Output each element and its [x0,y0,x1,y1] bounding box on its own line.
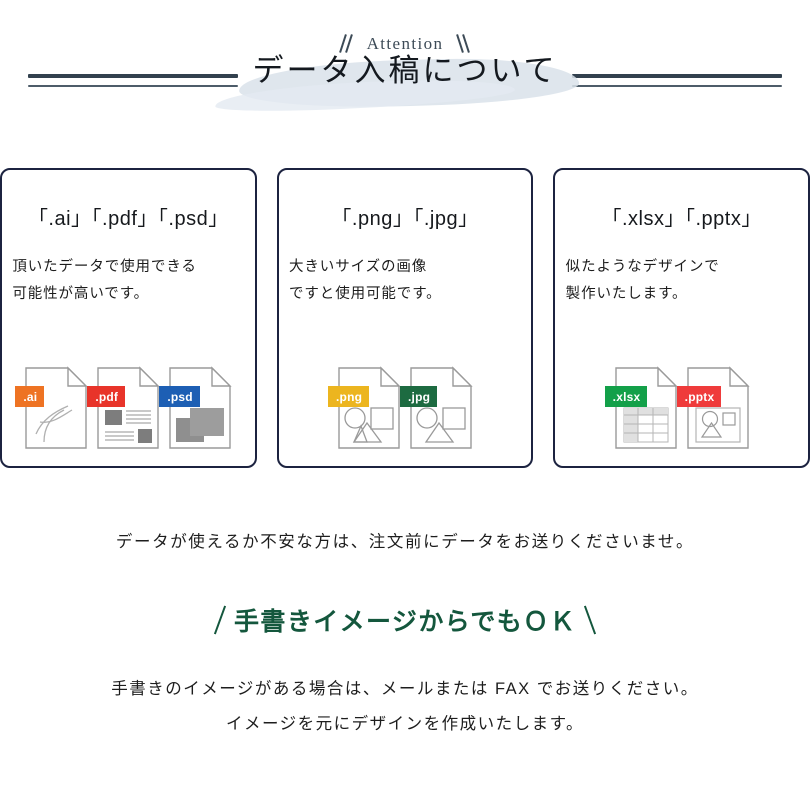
file-icon-jpg: .jpg [400,366,473,450]
double-slash-left-icon [340,34,353,53]
slash-right-icon [582,605,598,635]
data-check-note: データが使えるか不安な方は、注文前にデータをお送りくださいませ。 [115,533,695,551]
file-extension-badge: .jpg [400,386,438,407]
file-extension-badge: .png [328,386,370,407]
card-description-line: 頂いたデータで使用できる [12,259,197,275]
closing-instructions: 手書きのイメージがある場合は、メールまたは FAX でお送りください。 イメージ… [0,672,810,743]
card-title: 「.xlsx」「.pptx」 [601,208,762,230]
card-description: 大きいサイズの画像 ですと使用可能です。 [289,254,521,308]
double-slash-right-icon [457,34,470,53]
attention-label: Attention [366,34,444,53]
card-description: 頂いたデータで使用できる 可能性が高いです。 [12,254,244,308]
closing-line: イメージを元にデザインを作成いたします。 [225,715,585,734]
card-description-line: 似たようなデザインで [565,259,720,275]
card-description-line: 大きいサイズの画像 [289,259,428,275]
file-icon-group: .xlsx .pptx [604,366,750,450]
file-icon-group: .ai [15,366,233,450]
file-extension-badge: .xlsx [604,386,648,407]
file-icon-pdf: .pdf [87,366,161,450]
card-description-line: 可能性が高いです。 [12,285,150,302]
file-extension-badge: .pdf [87,386,126,407]
rule-thick-line [28,74,238,78]
handwritten-ok-heading: 手書きイメージからでもＯＫ [0,602,810,638]
card-title: 「.ai」「.pdf」「.psd」 [27,208,229,230]
file-icon-psd: .psd [159,366,233,450]
rule-thin-line [572,85,782,87]
file-extension-badge: .psd [159,386,200,407]
card-title: 「.png」「.jpg」 [331,208,479,230]
card-description-line: ですと使用可能です。 [289,285,442,302]
closing-line: 手書きのイメージがある場合は、メールまたは FAX でお送りください。 [111,680,699,698]
card-description: 似たようなデザインで 製作いたします。 [566,254,798,308]
attention-eyebrow: Attention [0,34,810,53]
file-icon-pptx: .pptx [676,366,750,450]
file-extension-badge: .ai [15,386,45,407]
file-icon-group: .png .jpg [328,366,473,450]
slash-left-icon [212,605,228,635]
card-ai-pdf-psd: 「.ai」「.pdf」「.psd」 頂いたデータで使用できる 可能性が高いです。… [0,168,257,468]
rule-thin-line [28,85,238,87]
page-header: Attention データ入稿について [0,0,810,140]
header-rule-right [572,74,782,87]
rule-thick-line [572,74,782,78]
file-icon-ai: .ai [15,366,89,450]
handwritten-ok-label: 手書きイメージからでもＯＫ [234,608,576,636]
page-title-wrap: データ入稿について [0,52,810,115]
file-extension-badge: .pptx [676,386,722,407]
format-cards-row: 「.ai」「.pdf」「.psd」 頂いたデータで使用できる 可能性が高いです。… [0,168,810,468]
file-icon-png: .png [328,366,401,450]
card-xlsx-pptx: 「.xlsx」「.pptx」 似たようなデザインで 製作いたします。 [553,168,810,468]
file-icon-xlsx: .xlsx [604,366,678,450]
card-description-line: 製作いたします。 [565,285,688,302]
header-rule-left [28,74,238,87]
card-png-jpg: 「.png」「.jpg」 大きいサイズの画像 ですと使用可能です。 .png [276,168,534,468]
page-title: データ入稿について [252,53,558,88]
